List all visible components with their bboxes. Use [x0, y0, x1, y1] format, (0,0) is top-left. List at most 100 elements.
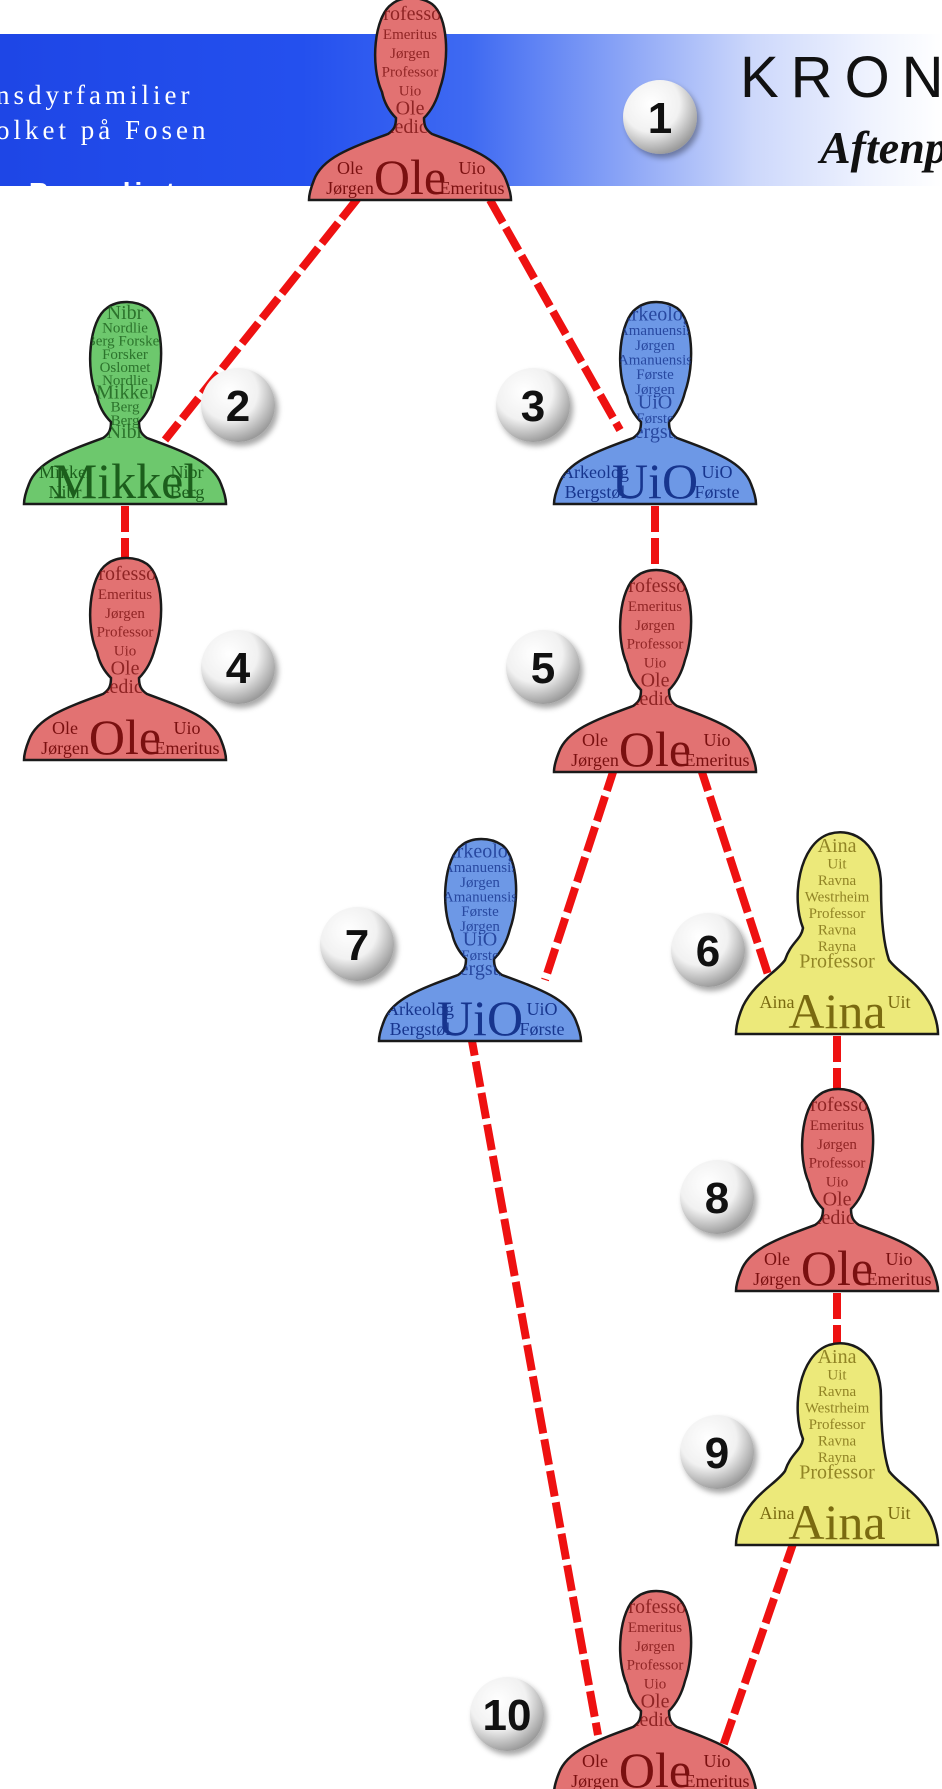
word-10-3: Professor: [627, 1658, 684, 1674]
word-1-5: Ole: [396, 97, 425, 119]
word-1-1: Emeritus: [383, 27, 437, 43]
word-right-1: Emeritus: [685, 1771, 750, 1789]
word-2-1: Nordlie: [102, 320, 148, 336]
word-9-0: Aina: [818, 1346, 857, 1368]
word-7-4: Første: [461, 904, 499, 920]
badge-number: 10: [483, 1691, 532, 1740]
badge-ball: [496, 368, 570, 442]
person-silhouette: [307, 0, 513, 202]
word-right-0: Uit: [887, 992, 910, 1012]
word-8-4: Uio: [826, 1174, 849, 1190]
person-main-word: Ole: [619, 721, 691, 777]
word-left-1: Jørgen: [753, 1269, 801, 1289]
word-6-7: Professor: [799, 951, 875, 973]
word-2-7: Berg: [111, 400, 140, 416]
badge-6: 6: [671, 913, 745, 987]
word-right-0: Uit: [887, 1503, 910, 1523]
word-10-2: Jørgen: [635, 1639, 675, 1655]
word-10-5: Ole: [641, 1690, 670, 1712]
badge-ball: [201, 368, 275, 442]
word-7-3: Amanuensis: [443, 889, 517, 905]
word-right-1: Første: [520, 1019, 565, 1039]
word-3-2: Jørgen: [635, 338, 675, 354]
word-6-4: Professor: [809, 906, 866, 922]
word-2-2: Berg Forsker: [86, 334, 164, 350]
word-4-1: Emeritus: [98, 587, 152, 603]
word-2-9: Nibr: [107, 421, 144, 443]
newspaper-logo: Aftenp: [820, 122, 942, 173]
banner-author: n Benedictow: [0, 177, 227, 208]
word-1-6: Benedictow: [362, 116, 458, 138]
badge-number: 6: [696, 927, 720, 976]
word-3-0: Arkeolog: [617, 303, 693, 325]
word-7-6: UiO: [463, 928, 497, 950]
person-4: ProfessorEmeritusJørgenProfessorUioOleBe…: [22, 556, 228, 765]
badge-number: 4: [226, 644, 251, 693]
word-9-5: Ravna: [818, 1434, 857, 1450]
word-6-5: Ravna: [818, 923, 857, 939]
link-line-5-6: [696, 764, 778, 995]
person-silhouette: [22, 300, 228, 506]
badge-ball: [320, 907, 394, 981]
word-right-0: Nibr: [171, 462, 204, 482]
word-6-6: Rayna: [818, 939, 857, 955]
word-1-4: Uio: [399, 83, 422, 99]
word-5-4: Uio: [644, 655, 667, 671]
badge-10: 10: [470, 1677, 544, 1751]
person-main-word: Aina: [788, 983, 885, 1039]
word-8-0: Professor: [799, 1094, 875, 1116]
word-left-1: Jørgen: [571, 1771, 619, 1789]
word-left-0: Aina: [760, 1503, 795, 1523]
person-main-word: Ole: [374, 149, 446, 205]
person-main-word: Ole: [89, 709, 161, 765]
word-3-3: Amanuensis: [618, 352, 692, 368]
word-right-1: Emeritus: [867, 1269, 932, 1289]
word-9-7: Professor: [799, 1462, 875, 1484]
person-main-word: UiO: [612, 453, 698, 509]
person-6: AinaUitRavnaWestrheimProfessorRavnaRayna…: [734, 831, 940, 1039]
word-3-5: Jørgen: [635, 382, 675, 398]
word-left-0: Aina: [760, 992, 795, 1012]
badge-3: 3: [496, 368, 570, 442]
word-7-5: Jørgen: [460, 919, 500, 935]
word-10-0: Professor: [617, 1596, 693, 1618]
person-9: AinaUitRavnaWestrheimProfessorRavnaRayna…: [734, 1342, 940, 1547]
word-left-0: Ole: [764, 1249, 790, 1269]
word-5-1: Emeritus: [628, 599, 682, 615]
badge-8: 8: [680, 1160, 754, 1234]
badge-ball: [470, 1677, 544, 1751]
badge-5: 5: [506, 630, 580, 704]
word-5-2: Jørgen: [635, 618, 675, 634]
badge-ball: [201, 630, 275, 704]
word-7-0: Arkeolog: [442, 840, 518, 862]
person-1: ProfessorEmeritusJørgenProfessorUioOleBe…: [307, 0, 513, 205]
person-8: ProfessorEmeritusJørgenProfessorUioOleBe…: [734, 1087, 940, 1293]
word-right-0: Uio: [459, 158, 486, 178]
badge-number: 9: [705, 1429, 729, 1478]
person-main-word: Ole: [619, 1742, 691, 1789]
word-left-0: Ole: [52, 718, 78, 738]
word-9-2: Ravna: [818, 1384, 857, 1400]
badge-number: 8: [705, 1174, 729, 1223]
word-3-7: Første: [636, 411, 674, 427]
person-silhouette: [552, 568, 758, 774]
person-10: ProfessorEmeritusJørgenProfessorUioOleBe…: [553, 1589, 757, 1789]
word-8-2: Jørgen: [817, 1137, 857, 1153]
word-right-0: Uio: [174, 718, 201, 738]
word-10-1: Emeritus: [628, 1620, 682, 1636]
link-line-9-10: [716, 1536, 799, 1757]
word-left-0: Mikkel: [39, 462, 91, 482]
link-line-5-7: [541, 764, 619, 982]
person-silhouette: [553, 1589, 757, 1789]
word-1-0: Professor: [372, 3, 448, 25]
word-left-0: Arkeolog: [561, 462, 629, 482]
badge-number: 3: [521, 382, 545, 431]
badge-ball: [506, 630, 580, 704]
person-silhouette: [734, 1342, 940, 1547]
word-2-4: Oslomet: [100, 360, 152, 376]
word-right-0: UiO: [527, 999, 558, 1019]
person-silhouette: [734, 1087, 940, 1293]
